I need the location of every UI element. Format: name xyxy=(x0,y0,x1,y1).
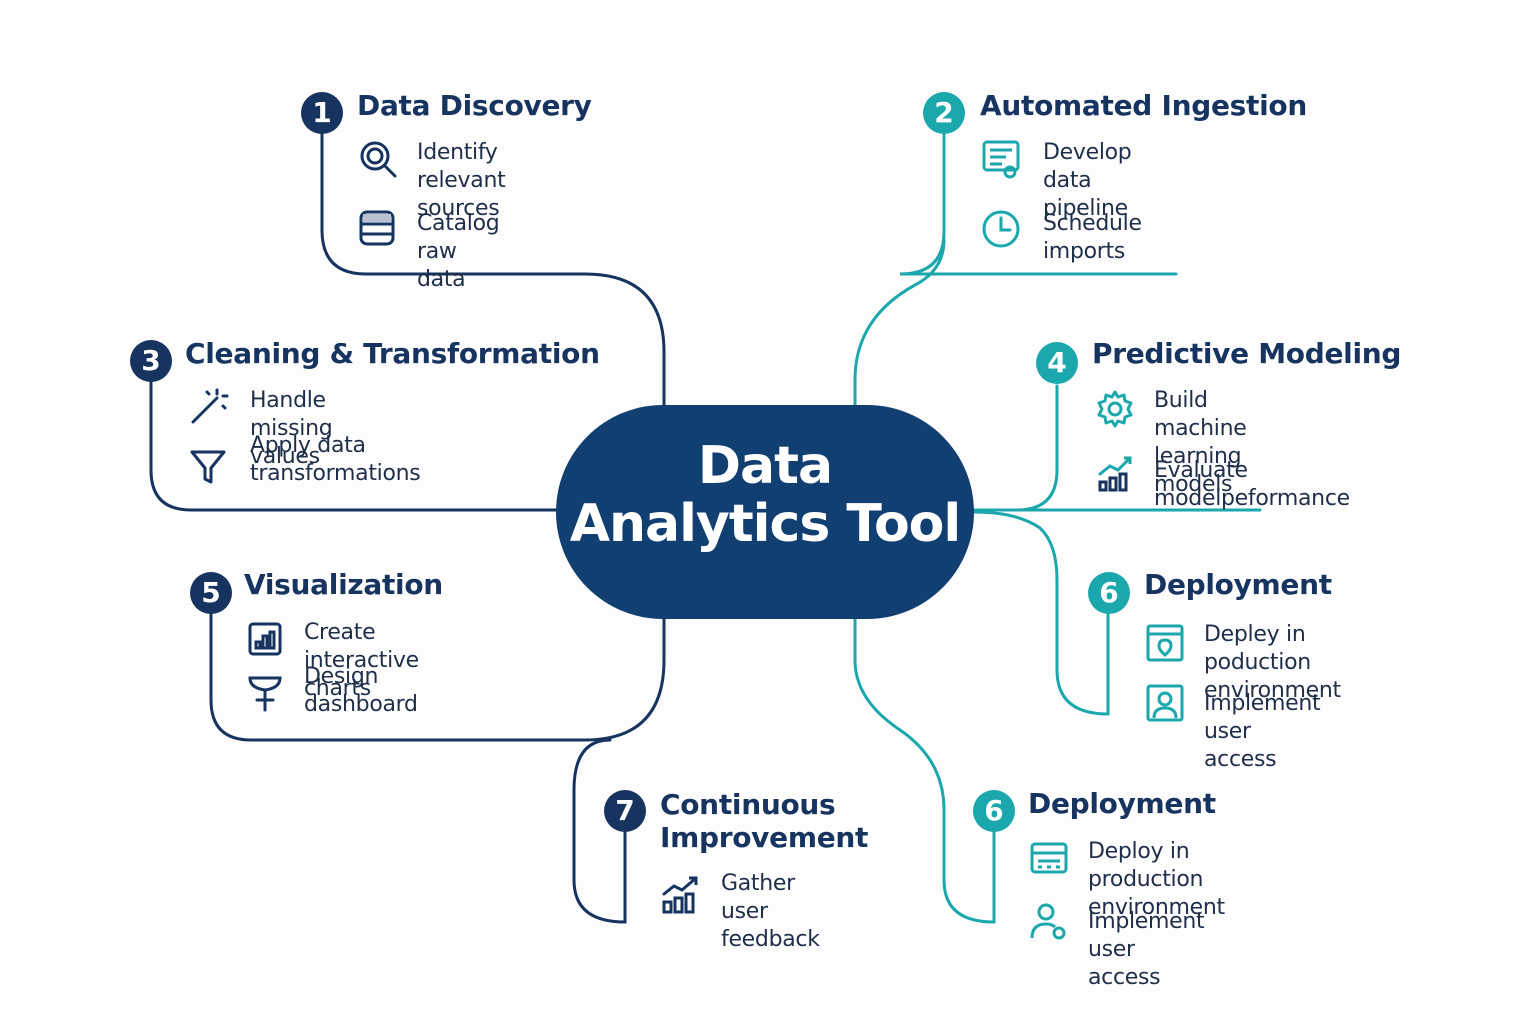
node-title: Visualization xyxy=(244,568,443,601)
item-line: Deploy in production xyxy=(1088,839,1204,892)
item-text: Schedule imports xyxy=(1043,211,1142,264)
connector-1 xyxy=(320,130,666,407)
item-line: learning models xyxy=(1154,444,1242,497)
center-pill: Data Analytics Tool xyxy=(556,405,974,619)
node-title: Data Discovery xyxy=(357,89,592,122)
node-title: Continuous Improvement xyxy=(660,788,869,854)
magnifier-icon xyxy=(360,141,397,178)
item-text: Depley in poduction environment xyxy=(1204,621,1341,705)
trend-chart-icon xyxy=(1098,456,1132,492)
center-title-line1: Data xyxy=(697,436,833,496)
step-number-badge: 3 xyxy=(130,340,172,382)
item-line: Depley in poduction xyxy=(1204,622,1311,675)
item-line: Gather user xyxy=(721,871,795,924)
user-access-icon xyxy=(1146,684,1184,722)
node-title: Cleaning & Transformation xyxy=(185,337,600,370)
item-text: Implement user access xyxy=(1204,691,1321,772)
node-title: Predictive Modeling xyxy=(1092,337,1402,370)
connector-7 xyxy=(572,738,627,924)
gear-icon xyxy=(1097,390,1133,428)
connector-3 xyxy=(149,378,558,512)
item-text: Implement user access xyxy=(1088,909,1205,990)
node-title: Automated Ingestion xyxy=(980,89,1307,122)
item-text: Develop data pipeline xyxy=(1043,139,1132,223)
step-number-badge: 5 xyxy=(190,572,232,614)
item-text: Apply data transformations xyxy=(250,433,421,486)
item-text: Handle missing values xyxy=(250,388,333,469)
item-line: Identify relevant xyxy=(417,140,506,193)
item-line: Develop data xyxy=(1043,140,1132,193)
item-line: sources xyxy=(417,196,500,221)
item-line: pipeline xyxy=(1043,196,1128,221)
item-text: Catalog raw data xyxy=(417,211,500,292)
node-title: Deployment xyxy=(1144,568,1332,601)
filter-funnel-icon xyxy=(190,450,226,484)
deploy-box-icon xyxy=(1146,624,1184,662)
center-title-line2: Analytics Tool xyxy=(569,494,961,554)
item-text: Build machine learning models xyxy=(1154,387,1247,499)
item-line: feedback xyxy=(721,927,820,952)
connector-5 xyxy=(209,610,666,742)
step-number-badge: 1 xyxy=(301,92,343,134)
step-number-badge: 4 xyxy=(1036,342,1078,384)
item-line: environment xyxy=(1088,895,1225,920)
step-number-badge: 2 xyxy=(923,92,965,134)
center-title: Data Analytics Tool xyxy=(556,437,974,553)
item-text: Evaluate modelpeformance xyxy=(1154,458,1350,511)
database-icon xyxy=(359,210,395,246)
item-text: Identify relevant sources xyxy=(417,139,506,223)
bar-chart-icon xyxy=(248,622,282,656)
connector-6b xyxy=(853,617,996,924)
clock-icon xyxy=(982,210,1020,248)
item-line: environment xyxy=(1204,678,1341,703)
pipeline-document-icon xyxy=(982,140,1020,179)
step-number-badge: 6 xyxy=(1088,572,1130,614)
step-number-badge: 6 xyxy=(973,790,1015,832)
item-text: Design dashboard xyxy=(304,664,418,717)
magic-wand-icon xyxy=(191,388,229,424)
item-line: Build machine xyxy=(1154,388,1247,441)
user-settings-icon xyxy=(1030,903,1066,940)
step-number-badge: 7 xyxy=(604,790,646,832)
growth-chart-icon xyxy=(662,876,698,914)
connector-2 xyxy=(853,132,1178,407)
item-text: Deploy in production environment xyxy=(1088,838,1225,922)
item-text: Gather user feedback xyxy=(721,870,820,954)
node-title: Deployment xyxy=(1028,787,1216,820)
connector-4 xyxy=(974,384,1262,512)
server-icon xyxy=(1030,842,1068,874)
item-text: Create interactive charts xyxy=(304,620,419,701)
connector-6a xyxy=(972,510,1110,716)
dashboard-stand-icon xyxy=(248,676,282,712)
